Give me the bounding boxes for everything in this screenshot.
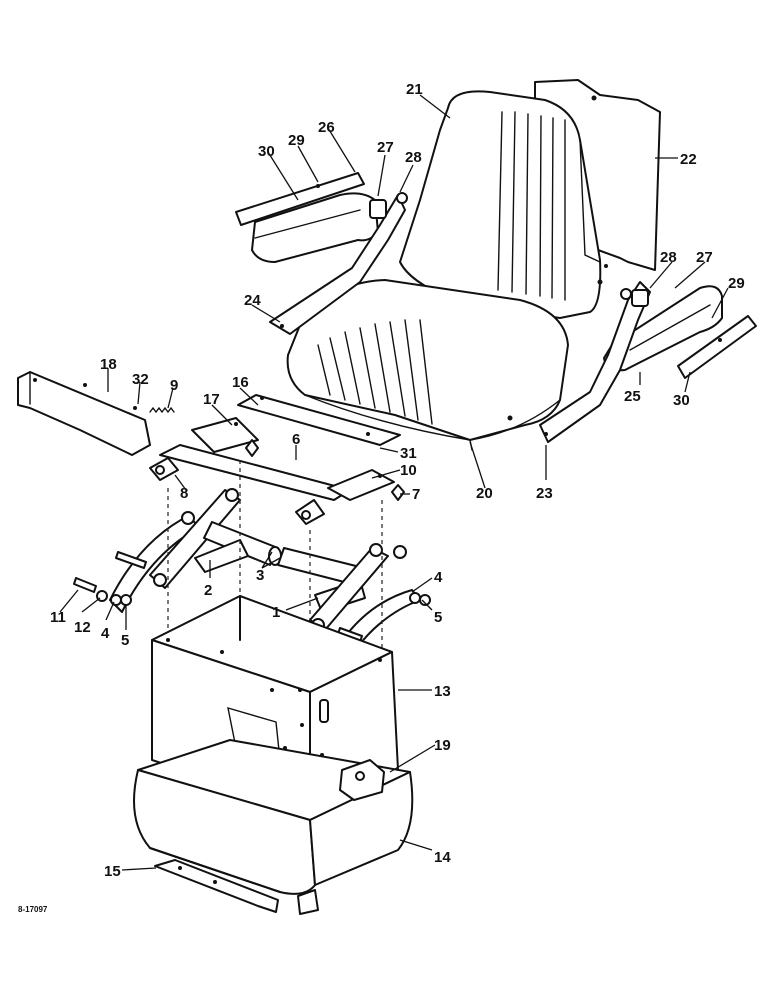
callout-30: 30 bbox=[258, 143, 275, 160]
callout-14: 14 bbox=[434, 849, 451, 866]
callout-28b: 28 bbox=[660, 249, 677, 266]
left-armrest-pad bbox=[235, 172, 365, 226]
callout-30b: 30 bbox=[673, 392, 690, 409]
callout-4: 4 bbox=[101, 625, 110, 642]
left-armrest bbox=[251, 192, 379, 263]
seat-slide-rail-lower bbox=[159, 417, 395, 501]
callout-32: 32 bbox=[132, 371, 149, 388]
callout-11: 11 bbox=[50, 609, 66, 626]
seat-cushion bbox=[286, 279, 569, 451]
callout-16: 16 bbox=[232, 374, 249, 391]
leader-lines bbox=[59, 94, 729, 871]
callout-4b: 4 bbox=[434, 569, 443, 586]
callout-7: 7 bbox=[412, 486, 420, 503]
callout-29b: 29 bbox=[728, 275, 745, 292]
callout-12: 12 bbox=[74, 619, 91, 636]
base-mounting-strip bbox=[154, 859, 319, 915]
callout-22: 22 bbox=[680, 151, 697, 168]
callout-8: 8 bbox=[180, 485, 188, 502]
callout-20: 20 bbox=[476, 485, 493, 502]
callout-29: 29 bbox=[288, 132, 305, 149]
callout-24: 24 bbox=[244, 292, 261, 309]
callout-3: 3 bbox=[256, 567, 264, 584]
callout-27: 27 bbox=[377, 139, 394, 156]
callout-13: 13 bbox=[434, 683, 451, 700]
callout-31: 31 bbox=[400, 445, 417, 462]
callout-18: 18 bbox=[100, 356, 117, 373]
latch-bracket bbox=[339, 759, 385, 801]
callout-26: 26 bbox=[318, 119, 335, 136]
callout-5: 5 bbox=[121, 632, 129, 649]
drawing-reference: 8-17097 bbox=[18, 905, 48, 914]
callout-10: 10 bbox=[400, 462, 417, 479]
seat-back-cushion bbox=[399, 90, 608, 319]
callout-6: 6 bbox=[292, 431, 300, 448]
callout-9: 9 bbox=[170, 377, 178, 394]
callout-2: 2 bbox=[204, 582, 212, 599]
callout-5b: 5 bbox=[434, 609, 442, 626]
callout-21: 21 bbox=[406, 81, 423, 98]
adjuster-lever bbox=[17, 371, 151, 456]
alignment-lines bbox=[167, 460, 383, 690]
callout-25: 25 bbox=[624, 388, 641, 405]
callout-27b: 27 bbox=[696, 249, 713, 266]
callout-28: 28 bbox=[405, 149, 422, 166]
callout-labels: 21 22 30 29 26 27 28 24 28 27 29 25 30 2… bbox=[50, 81, 745, 880]
lower-base-pan bbox=[133, 739, 414, 895]
clip-7 bbox=[391, 484, 405, 501]
left-arm-bracket bbox=[269, 192, 408, 335]
callout-1: 1 bbox=[272, 604, 280, 621]
adjuster-spring bbox=[149, 406, 175, 414]
callout-17: 17 bbox=[203, 391, 220, 408]
callout-19: 19 bbox=[434, 737, 451, 754]
slide-lock-latch bbox=[149, 457, 325, 525]
callout-15: 15 bbox=[104, 863, 121, 880]
callout-23: 23 bbox=[536, 485, 553, 502]
right-armrest-pad bbox=[677, 315, 757, 379]
right-arm-bracket bbox=[539, 281, 651, 443]
clip-6 bbox=[245, 439, 259, 457]
